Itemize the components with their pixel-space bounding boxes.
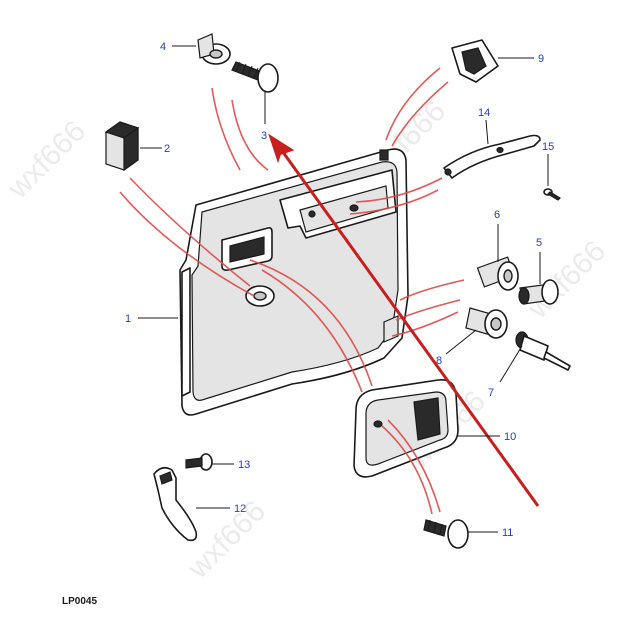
guide-line xyxy=(119,191,255,297)
guide-line xyxy=(349,189,439,215)
corner-clip-recess xyxy=(461,47,487,75)
callout-11: 11 xyxy=(502,527,513,539)
part-13-screw xyxy=(185,453,213,471)
watermark-text: wxf666 xyxy=(521,234,612,325)
part-12-handle-lever xyxy=(153,466,198,542)
screw-13-shank xyxy=(185,457,203,469)
rivet-cap-head xyxy=(541,279,559,305)
bracket-arm xyxy=(443,134,541,179)
part-5-rivet-cap xyxy=(518,279,559,305)
panel-side-flange xyxy=(181,267,191,397)
bush-8-bore xyxy=(490,317,502,331)
guide-line xyxy=(395,299,461,321)
pocket-screw-hole xyxy=(308,210,316,218)
lever-pivot xyxy=(159,471,173,485)
handle-recess-opening xyxy=(229,236,265,263)
diagram-reference-code: LP0045 xyxy=(62,596,97,607)
pocket-screw-hole xyxy=(349,204,359,212)
callout-9: 9 xyxy=(538,53,544,65)
guide-line xyxy=(129,177,251,287)
guide-line xyxy=(381,425,433,515)
handle-screw-hole xyxy=(373,420,383,428)
guide-line xyxy=(399,279,465,301)
callout-7: 7 xyxy=(488,387,494,399)
bracket-hole xyxy=(496,146,504,154)
panel-clip-slot xyxy=(379,149,389,161)
part-11-screw xyxy=(423,519,469,549)
bush-bore xyxy=(503,269,513,283)
red-arrow-shaft xyxy=(278,147,540,507)
guide-line xyxy=(391,311,459,337)
rivet-ribs xyxy=(235,61,259,79)
part-15-small-screw xyxy=(543,188,561,201)
guide-line xyxy=(391,81,449,147)
part-9-corner-clip xyxy=(451,39,499,83)
guide-line xyxy=(249,259,373,387)
guide-line xyxy=(231,99,269,171)
callout-3: 3 xyxy=(261,130,267,142)
part-14-bracket xyxy=(443,134,541,179)
callout-14: 14 xyxy=(478,107,490,119)
lever-body xyxy=(153,466,198,542)
screw-head xyxy=(447,519,469,549)
rivet-head xyxy=(257,63,279,93)
callout-1: 1 xyxy=(125,313,131,325)
watermark-text: wxf666 xyxy=(1,114,92,205)
part-6-bush xyxy=(476,256,519,291)
block-clip-side xyxy=(123,126,139,172)
guide-line xyxy=(355,177,443,203)
part-8-bush xyxy=(465,307,508,339)
guide-line xyxy=(387,419,441,513)
guide-line xyxy=(261,269,363,393)
callout-5: 5 xyxy=(536,237,542,249)
guide-line xyxy=(385,67,441,141)
part-4-grommet xyxy=(197,33,231,65)
leader-7 xyxy=(499,345,523,383)
leader-8 xyxy=(445,329,477,355)
handle-lever-slot xyxy=(413,397,441,441)
rivet-cap-end xyxy=(518,287,530,305)
small-screw-shank xyxy=(547,191,561,201)
grommet-hole xyxy=(209,49,223,59)
callout-2: 2 xyxy=(164,143,170,155)
red-arrow-head xyxy=(268,133,295,164)
pin-body xyxy=(519,335,549,361)
leader-14 xyxy=(485,119,489,145)
red-guide-lines xyxy=(119,67,465,515)
callout-4: 4 xyxy=(160,41,166,53)
callout-13: 13 xyxy=(238,459,250,471)
red-arrow xyxy=(268,133,540,507)
callout-12: 12 xyxy=(234,503,246,515)
part-2-block-clip xyxy=(104,121,140,172)
pin-tip xyxy=(543,351,571,371)
screw-thread-lines xyxy=(427,519,443,535)
part-3-push-rivet xyxy=(231,61,279,93)
panel-grommet-hole xyxy=(253,291,267,301)
callout-numbers: 1 2 3 4 5 6 7 8 9 10 11 12 13 14 15 xyxy=(125,41,554,539)
bracket-hole xyxy=(444,168,452,176)
leader-lines xyxy=(138,45,549,533)
part-10-handle-surround xyxy=(353,378,459,478)
guide-line xyxy=(211,87,241,171)
callout-8: 8 xyxy=(436,355,442,367)
callout-10: 10 xyxy=(504,431,516,443)
callout-6: 6 xyxy=(494,209,500,221)
door-trim-panel xyxy=(179,148,409,416)
callout-15: 15 xyxy=(542,141,554,153)
part-7-pin xyxy=(515,331,571,371)
